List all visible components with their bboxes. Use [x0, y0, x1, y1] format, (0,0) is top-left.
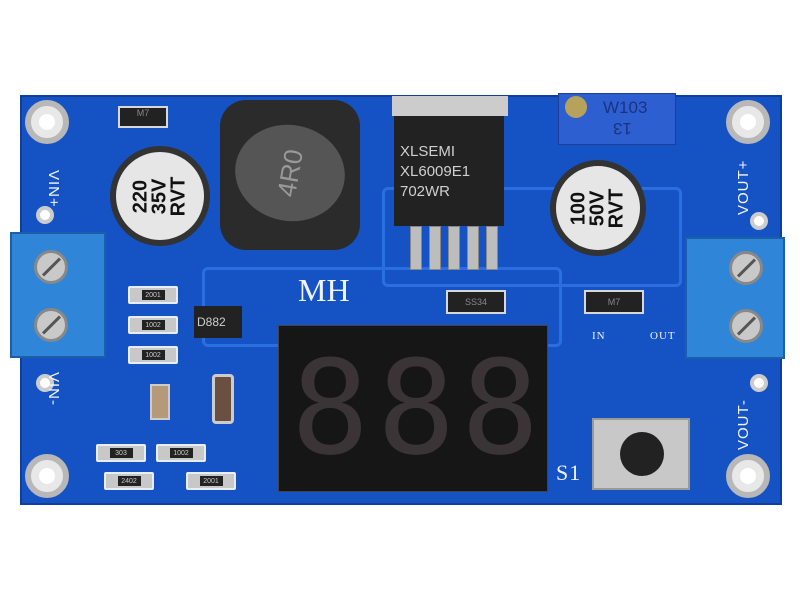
- capacitor-smd: [150, 384, 170, 420]
- screw-icon[interactable]: [729, 251, 763, 285]
- label-vin-minus: VIN-: [45, 372, 62, 406]
- pcb-trace: [382, 187, 682, 287]
- resistor-code: 303: [109, 448, 133, 458]
- resistor: 1002: [128, 316, 178, 334]
- resistor: 303: [96, 444, 146, 462]
- display-digit: 8: [377, 332, 456, 484]
- display-digit: 8: [291, 332, 370, 484]
- screw-icon[interactable]: [34, 308, 68, 342]
- via-pad: [36, 374, 54, 392]
- regulator-chip: XLSEMI XL6009E1 702WR: [394, 116, 504, 226]
- input-terminal-block[interactable]: [10, 232, 106, 358]
- label-vout-plus: VOUT+: [735, 159, 752, 215]
- regulator-brand: XLSEMI: [400, 143, 456, 160]
- resistor: 2402: [104, 472, 154, 490]
- schottky-diode: SS34: [446, 290, 506, 314]
- capacitor-label: 100 50V RVT: [567, 188, 628, 228]
- display-digit: 8: [461, 332, 540, 484]
- resistor-code: 1002: [141, 350, 165, 360]
- via-pad: [750, 374, 768, 392]
- pot-sub: 13: [613, 119, 632, 138]
- label-vout-minus: VOUT-: [735, 399, 752, 450]
- output-capacitor: 100 50V RVT: [550, 160, 646, 256]
- output-terminal-block[interactable]: [685, 237, 785, 359]
- in-label: IN: [592, 330, 606, 342]
- capacitor-label: 220 35V RVT: [129, 176, 190, 216]
- resistor: 2001: [186, 472, 236, 490]
- resistor: 1002: [156, 444, 206, 462]
- label-vin-plus: VIN+: [45, 170, 62, 208]
- transistor-d882: D882: [194, 306, 242, 338]
- screw-icon[interactable]: [34, 250, 68, 284]
- mounting-hole: [25, 454, 69, 498]
- capacitor-smd: [212, 374, 234, 424]
- ic-pin: [486, 226, 498, 270]
- via-pad: [750, 212, 768, 230]
- regulator-code: 702WR: [400, 183, 451, 200]
- ic-pin: [448, 226, 460, 270]
- resistor-code: 2402: [117, 476, 141, 486]
- button-cap[interactable]: [620, 432, 664, 476]
- mounting-hole: [726, 454, 770, 498]
- regulator-tab: [392, 96, 508, 116]
- inductor: 4R0: [220, 100, 360, 250]
- ic-pin: [429, 226, 441, 270]
- resistor-code: 1002: [169, 448, 193, 458]
- mounting-hole: [726, 100, 770, 144]
- input-capacitor: 220 35V RVT: [110, 146, 210, 246]
- screw-icon[interactable]: [729, 309, 763, 343]
- regulator-part: XL6009E1: [400, 163, 471, 180]
- mounting-hole: [25, 100, 69, 144]
- ic-pin: [467, 226, 479, 270]
- inductor-label: 4R0: [227, 116, 353, 230]
- resistor-code: 1002: [141, 320, 165, 330]
- pot-code: W103: [603, 98, 648, 117]
- push-button[interactable]: [592, 418, 690, 490]
- diode: M7: [118, 106, 168, 128]
- switch-label: S1: [556, 460, 582, 485]
- resistor: 2001: [128, 286, 178, 304]
- resistor-code: 2001: [141, 290, 165, 300]
- diode: M7: [584, 290, 644, 314]
- resistor: 1002: [128, 346, 178, 364]
- potentiometer[interactable]: W103 13: [558, 93, 676, 145]
- ic-pin: [410, 226, 422, 270]
- seven-segment-display: 8 8 8: [278, 325, 548, 492]
- adjust-screw-icon[interactable]: [565, 96, 587, 118]
- via-pad: [36, 206, 54, 224]
- out-label: OUT: [650, 330, 676, 342]
- brand-label: MH: [298, 272, 350, 308]
- resistor-code: 2001: [199, 476, 223, 486]
